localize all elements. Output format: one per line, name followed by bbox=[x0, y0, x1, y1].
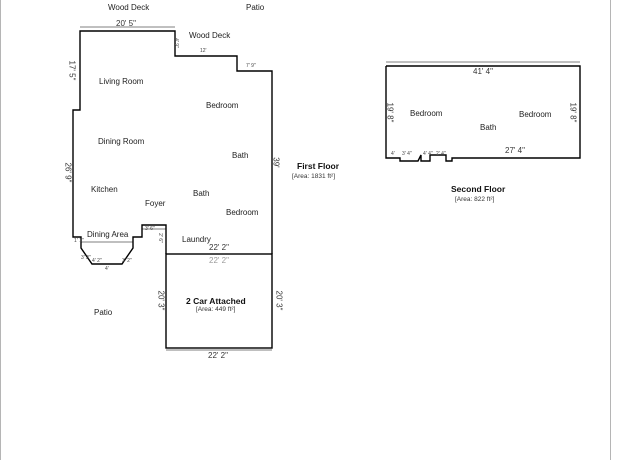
first-floor-outline bbox=[72, 30, 273, 265]
room-bath-1: Bath bbox=[232, 151, 249, 160]
room-bath-2: Bath bbox=[193, 189, 210, 198]
second-floor-bedroom-left: Bedroom bbox=[410, 109, 443, 118]
garage-dim-top: 22' 2" bbox=[209, 256, 229, 265]
garage-dim-left: 20' 3" bbox=[156, 290, 166, 311]
room-bedroom-2: Bedroom bbox=[226, 208, 259, 217]
second-floor-step-1: 4' bbox=[391, 151, 395, 157]
frame-line-left bbox=[0, 0, 1, 460]
second-floor-area: [Area: 822 ft²] bbox=[455, 196, 495, 203]
dim-bay-1: 1' 1" bbox=[74, 238, 84, 244]
dim-bay-3: 4' 2" bbox=[92, 258, 102, 264]
dim-foyer-2: 2' 6" bbox=[156, 233, 163, 243]
wood-deck-label-right: Wood Deck bbox=[189, 31, 231, 40]
garage-dim-right: 20' 3" bbox=[274, 290, 284, 311]
dim-left-lower: 26' 9" bbox=[63, 162, 73, 183]
garage-title: 2 Car Attached bbox=[186, 296, 246, 306]
dim-left-upper: 17' 5" bbox=[67, 60, 77, 81]
second-floor-dim-right: 19' 8" bbox=[568, 102, 578, 123]
room-kitchen: Kitchen bbox=[91, 185, 118, 194]
second-floor-outline bbox=[385, 65, 581, 162]
dim-right-height: 39' bbox=[271, 157, 281, 168]
room-living-room: Living Room bbox=[99, 77, 144, 86]
dim-bay-2: 3' 2" bbox=[81, 255, 91, 261]
garage-outline bbox=[165, 253, 273, 349]
room-dining-area: Dining Area bbox=[87, 230, 129, 239]
patio-label-top: Patio bbox=[246, 3, 265, 12]
first-floor-area: [Area: 1831 ft²] bbox=[292, 173, 335, 180]
second-floor-bath: Bath bbox=[480, 123, 497, 132]
dim-notch-width: 12' bbox=[200, 48, 207, 54]
dim-foyer-1: 3' 6" bbox=[145, 226, 155, 232]
patio-label-bottom: Patio bbox=[94, 308, 113, 317]
second-floor-dim-left: 19' 8" bbox=[385, 102, 395, 123]
dim-bay-5: 3' 2" bbox=[122, 258, 132, 264]
first-floor-title: First Floor bbox=[297, 161, 340, 171]
second-floor-step-2: 3' 4" bbox=[402, 151, 412, 157]
dim-top-width: 20' 5" bbox=[116, 19, 136, 28]
room-bedroom-1: Bedroom bbox=[206, 101, 239, 110]
wood-deck-label-top: Wood Deck bbox=[108, 3, 150, 12]
second-floor-dim-top: 41' 4" bbox=[473, 67, 493, 76]
room-dining-room: Dining Room bbox=[98, 137, 145, 146]
frame-line-right bbox=[610, 0, 611, 460]
dim-notch-small-2: 7' 9" bbox=[246, 63, 256, 69]
dim-bay-4: 4' bbox=[105, 266, 109, 272]
dim-laundry-width: 22' 2" bbox=[209, 243, 229, 252]
room-foyer: Foyer bbox=[145, 199, 166, 208]
second-floor-step-4: 2' 4" bbox=[436, 151, 446, 157]
second-floor-title: Second Floor bbox=[451, 184, 506, 194]
dim-notch-small-1: 4' 9" bbox=[172, 38, 179, 48]
garage-area: [Area: 449 ft²] bbox=[196, 306, 236, 313]
room-laundry: Laundry bbox=[182, 235, 211, 244]
second-floor-dim-bottom: 27' 4" bbox=[505, 146, 525, 155]
garage-dim-bottom: 22' 2" bbox=[208, 351, 228, 360]
second-floor-step-3: 4' 4" bbox=[423, 151, 433, 157]
second-floor-bedroom-right: Bedroom bbox=[519, 110, 552, 119]
